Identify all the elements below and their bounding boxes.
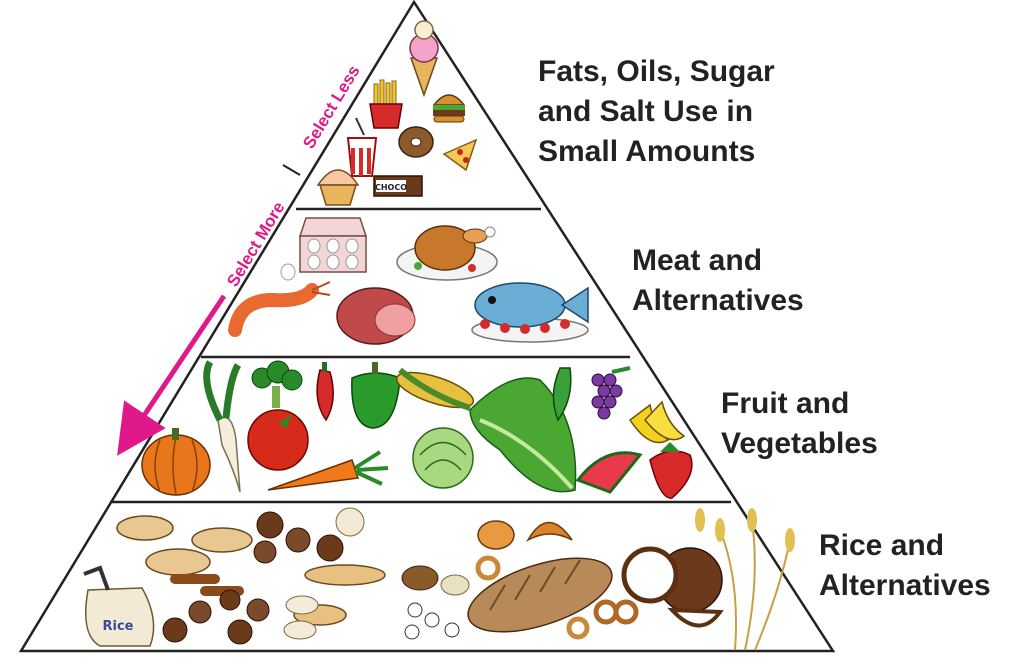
choco-label: CHOCO [375,183,407,192]
ham-icon [337,288,415,344]
select-divider-tick [283,165,300,175]
tier-2-line-2: Alternatives [632,281,804,321]
tier-4-line-2: Alternatives [819,566,991,606]
rice-sack-label: Rice [103,619,134,634]
donut-icon [399,127,433,157]
tier-3-line-1: Fruit and [721,384,878,424]
tier-3-line-2: Vegetables [721,424,878,464]
tier-2-line-1: Meat and [632,241,804,281]
tier-1-line-1: Fats, Oils, Sugar [538,52,775,92]
tier-4-label: Rice and Alternatives [819,526,991,606]
tier-1-line-3: Small Amounts [538,132,775,172]
tier-3-label: Fruit and Vegetables [721,384,878,464]
cabbage-icon [413,428,473,488]
tier-2-label: Meat and Alternatives [632,241,804,321]
tier-1-label: Fats, Oils, Sugar and Salt Use in Small … [538,52,775,172]
tomato-icon [248,410,308,470]
tier-4-line-1: Rice and [819,526,991,566]
chocolate-bar-icon: CHOCO [374,176,422,196]
tier-1-line-2: and Salt Use in [538,92,775,132]
